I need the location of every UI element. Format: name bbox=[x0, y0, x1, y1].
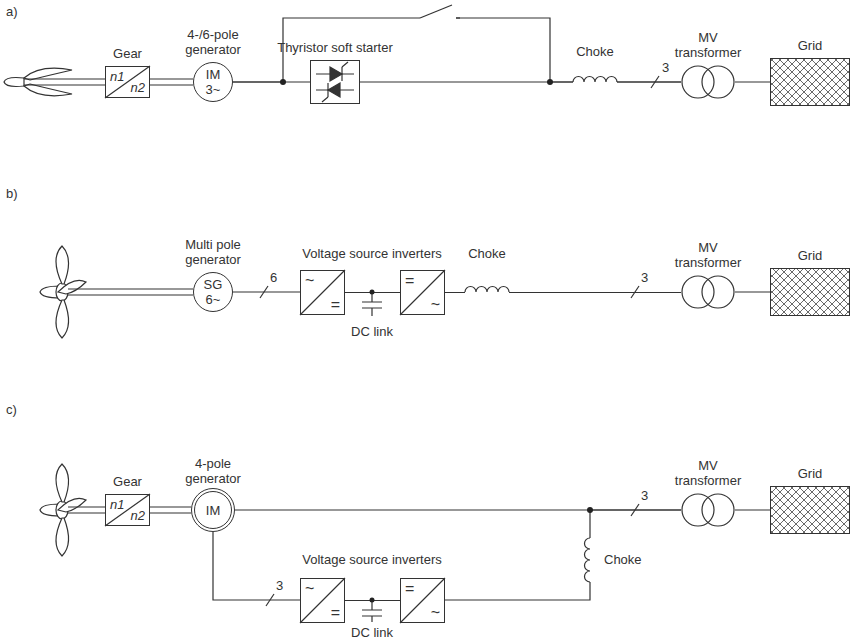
generator-circle: Multi pole generatorSG6~ bbox=[193, 272, 233, 312]
capacitor-symbol bbox=[362, 292, 382, 622]
rotor-c bbox=[40, 464, 105, 556]
converter-box: ~= bbox=[300, 578, 345, 623]
power-wire bbox=[735, 291, 770, 292]
component-label: Grid bbox=[770, 466, 850, 481]
converter-box: ~= bbox=[300, 270, 345, 315]
power-wire bbox=[213, 532, 300, 600]
component-label: Gear bbox=[98, 474, 158, 489]
symbol-text: ~ bbox=[431, 605, 440, 620]
grid-box: Grid bbox=[770, 58, 850, 106]
converter-box: =~ bbox=[400, 270, 445, 315]
part-label: Voltage source inverters bbox=[302, 246, 441, 261]
component-label: MV transformer bbox=[666, 30, 750, 60]
generator-type: SG bbox=[204, 277, 223, 292]
power-wire bbox=[735, 509, 770, 510]
power-wire bbox=[445, 510, 681, 600]
symbol-text: = bbox=[331, 297, 340, 312]
generator-circle: 4-pole generatorIM bbox=[191, 488, 235, 532]
component-label: Grid bbox=[770, 248, 850, 263]
part-label: Choke bbox=[576, 44, 614, 59]
grid-hatch bbox=[770, 58, 850, 534]
gear-box: Gearn1n2 bbox=[105, 494, 150, 526]
symbol-text: n2 bbox=[131, 80, 145, 95]
symbol-text: ~ bbox=[431, 297, 440, 312]
component-label: Thyristor soft starter bbox=[260, 40, 410, 55]
generator-type: 3~ bbox=[206, 82, 221, 97]
grid-box: Grid bbox=[770, 486, 850, 534]
rotor-a bbox=[4, 68, 105, 96]
generator-type: IM bbox=[206, 503, 220, 518]
part-label: DC link bbox=[351, 324, 393, 339]
junction-dots bbox=[280, 79, 593, 603]
wire-count: 3 bbox=[276, 578, 283, 593]
converter-box: =~ bbox=[400, 578, 445, 623]
panel-letter: a) bbox=[6, 4, 18, 19]
component-label: MV transformer bbox=[666, 458, 750, 488]
wire-count: 6 bbox=[270, 270, 277, 285]
component-label: Grid bbox=[770, 38, 850, 53]
symbol-text: n1 bbox=[110, 497, 124, 512]
gear-divider bbox=[105, 66, 150, 98]
symbol-text: = bbox=[405, 273, 414, 288]
component-label: Gear bbox=[98, 46, 158, 61]
transformer-symbol bbox=[682, 66, 734, 526]
panel-letter: c) bbox=[6, 402, 17, 417]
component-label: 4-/6-pole generator bbox=[173, 27, 253, 57]
rotor-b bbox=[40, 246, 193, 338]
gear-box: Gearn1n2 bbox=[105, 66, 150, 98]
choke-symbol bbox=[465, 72, 617, 582]
symbol-text: n1 bbox=[110, 69, 124, 84]
power-wire bbox=[233, 291, 300, 292]
symbol-text: ~ bbox=[305, 581, 314, 596]
symbol-text: = bbox=[331, 605, 340, 620]
symbol-text: n2 bbox=[131, 508, 145, 523]
transformer: MV transformer bbox=[681, 276, 735, 308]
thyristor-box: Thyristor soft starter bbox=[310, 60, 360, 104]
part-label: Voltage source inverters bbox=[302, 552, 441, 567]
wire-count-slash bbox=[260, 76, 659, 606]
gear-divider bbox=[105, 494, 150, 526]
power-wire bbox=[735, 81, 770, 82]
bypass-switch bbox=[420, 5, 460, 26]
symbol-text: ~ bbox=[305, 273, 314, 288]
wire-count: 3 bbox=[641, 488, 648, 503]
component-label: Multi pole generator bbox=[173, 237, 253, 267]
component-label: MV transformer bbox=[666, 240, 750, 270]
wire-count: 3 bbox=[641, 270, 648, 285]
generator-circle: 4-/6-pole generatorIM3~ bbox=[193, 62, 233, 102]
converter-divider bbox=[300, 270, 445, 315]
generator-type: IM bbox=[206, 67, 220, 82]
converter-divider bbox=[300, 578, 445, 623]
transformer: MV transformer bbox=[681, 66, 735, 98]
drive-shaft bbox=[150, 507, 191, 513]
generator-type: 6~ bbox=[206, 292, 221, 307]
grid-box: Grid bbox=[770, 268, 850, 316]
symbol-text: = bbox=[405, 581, 414, 596]
panel-letter: b) bbox=[6, 186, 18, 201]
component-label: 4-pole generator bbox=[175, 456, 251, 486]
part-label: DC link bbox=[351, 625, 393, 640]
wire-count: 3 bbox=[662, 60, 669, 75]
thyristor-symbol bbox=[316, 62, 354, 102]
transformer: MV transformer bbox=[681, 494, 735, 526]
drive-shaft bbox=[150, 79, 193, 85]
part-label: Choke bbox=[468, 246, 506, 261]
part-label: Choke bbox=[604, 552, 642, 567]
